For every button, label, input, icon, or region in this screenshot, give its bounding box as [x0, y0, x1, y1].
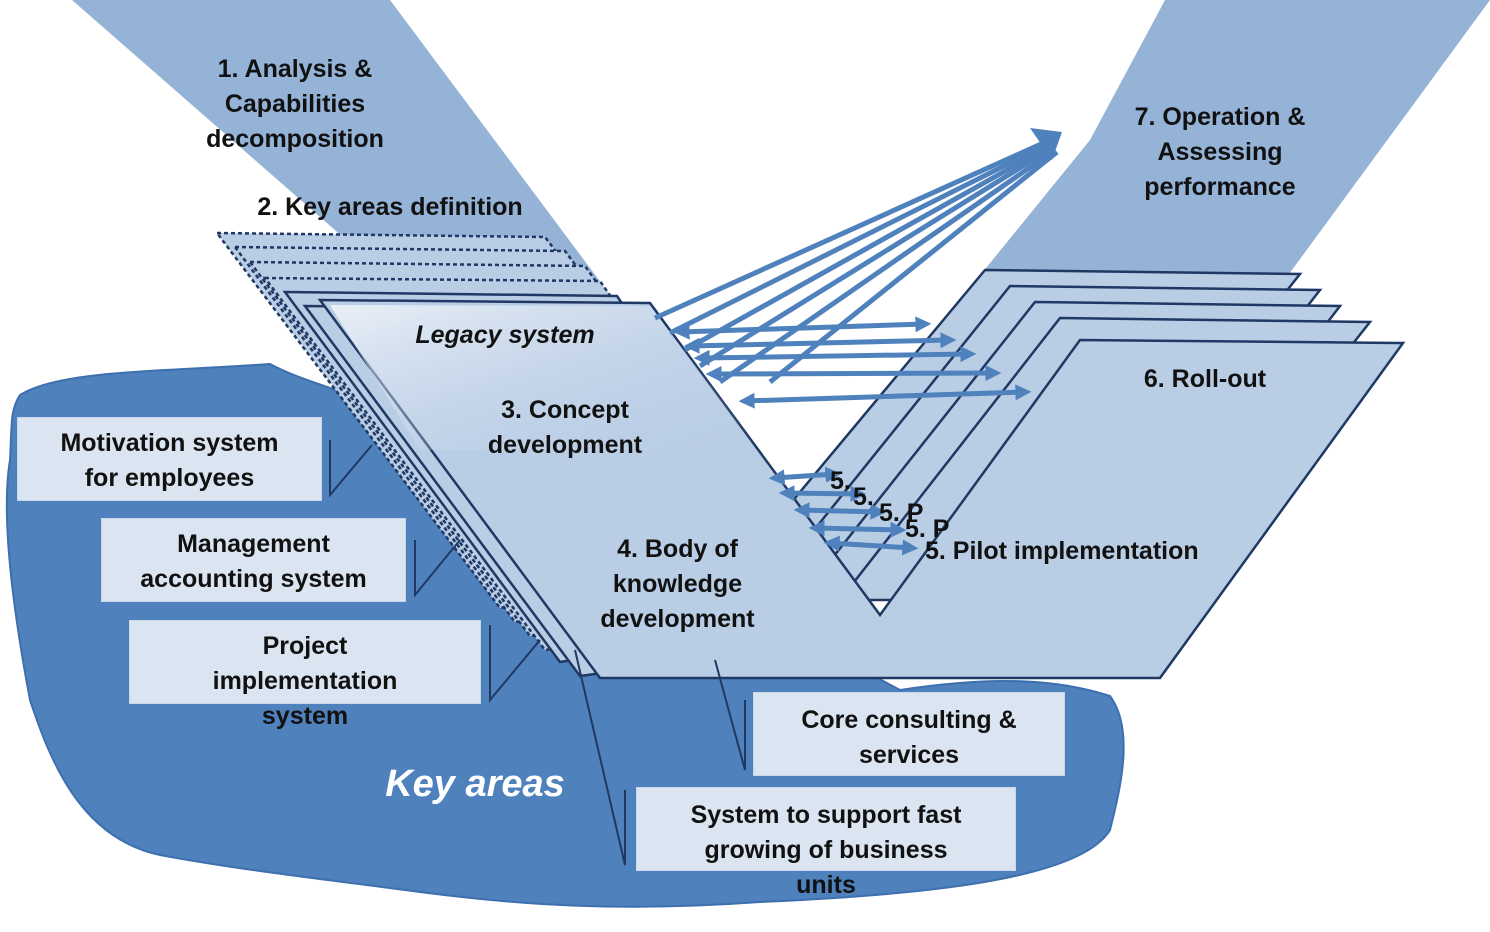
legacy-gradient: [330, 305, 760, 450]
key-areas-title: Key areas: [385, 763, 565, 805]
phase-key-areas-label: 2. Key areas definition: [257, 193, 523, 221]
phase-operation-label: 7. Operation & Assessing performance: [1134, 103, 1306, 201]
pilot-arrows: [768, 466, 919, 556]
pilot-stack-label: 5.: [853, 483, 874, 511]
key-area-label: Management accounting system: [140, 530, 367, 593]
key-area-box-project-implementation: Project implementation system: [129, 620, 481, 730]
key-area-box-fast-growing: System to support fast growing of busine…: [636, 787, 1016, 899]
legacy-system-label: Legacy system: [415, 321, 595, 349]
rollout-arrows: [673, 316, 1032, 409]
key-area-box-core-consulting: Core consulting & services technologies: [753, 692, 1065, 776]
key-area-label: Project implementation system: [212, 632, 398, 730]
connector-lines: [329, 440, 746, 866]
phase-analysis-label: 1. Analysis & Capabilities decomposition: [206, 55, 384, 153]
key-area-label: Motivation system for employees: [60, 429, 279, 492]
operation-arrowhead: [1030, 128, 1062, 160]
pilot-stack-label: 5.: [830, 467, 851, 495]
key-area-box-management-accounting: Management accounting system: [101, 518, 406, 602]
phase-concept-label: 3. Concept development: [487, 396, 643, 459]
phase-pilot-label: 5. Pilot implementation: [925, 537, 1199, 565]
key-area-box-motivation: Motivation system for employees: [17, 417, 322, 501]
pilot-stack-label: 5. P: [905, 515, 950, 543]
right-band: [960, 0, 1490, 300]
phase-body-knowledge-label: 4. Body of knowledge development: [600, 535, 755, 633]
key-area-label: Core consulting & services technologies: [801, 706, 1017, 769]
phase-rollout-label: 6. Roll-out: [1143, 365, 1267, 393]
pilot-stack-label: 5. P: [879, 499, 924, 527]
key-area-label: System to support fast growing of busine…: [690, 801, 962, 899]
